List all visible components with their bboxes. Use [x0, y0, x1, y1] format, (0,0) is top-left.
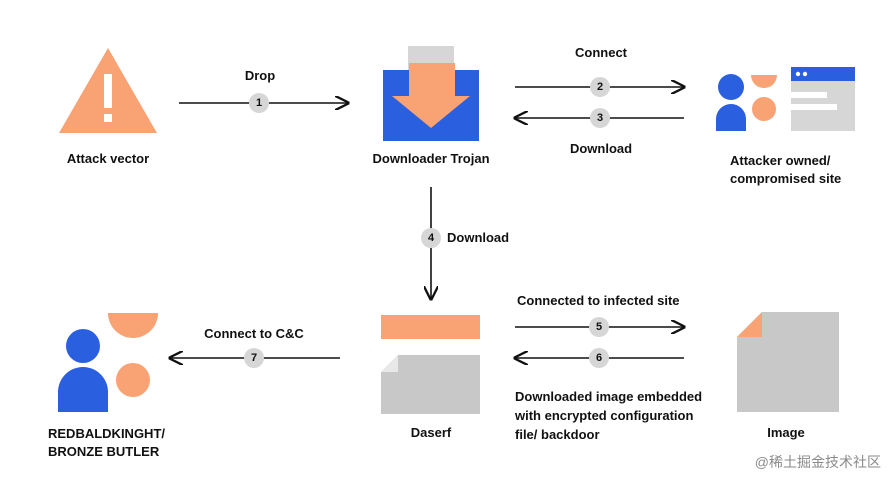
drop-label: Drop — [244, 68, 276, 83]
step-badge-3: 3 — [590, 108, 610, 128]
threat-group-icon — [58, 313, 158, 412]
step-badge-4: 4 — [421, 228, 441, 248]
image-icon — [737, 312, 839, 412]
downloaded-image-label-line2: with encrypted configuration — [515, 408, 694, 423]
threat-group-label-line2: BRONZE BUTLER — [48, 444, 160, 459]
attacker-site-label-line1: Attacker owned/ — [730, 153, 831, 168]
connect-label: Connect — [575, 45, 627, 60]
attacker-site-icon — [716, 67, 855, 131]
download-vertical-label: Download — [447, 230, 510, 245]
daserf-icon — [381, 315, 480, 414]
daserf-label: Daserf — [410, 425, 452, 440]
threat-group-label-line1: REDBALDKINGHT/ — [48, 426, 165, 441]
step-badge-7: 7 — [244, 348, 264, 368]
step-badge-1: 1 — [249, 93, 269, 113]
attack-vector-label: Attack vector — [66, 151, 150, 166]
downloaded-image-label-line3: file/ backdoor — [515, 427, 600, 442]
attacker-site-label-line2: compromised site — [730, 171, 842, 186]
step-badge-2: 2 — [590, 77, 610, 97]
connect-cc-label: Connect to C&C — [204, 326, 304, 341]
download-label: Download — [569, 141, 633, 156]
connected-infected-label: Connected to infected site — [517, 293, 680, 308]
step-badge-5: 5 — [589, 317, 609, 337]
downloader-icon — [383, 46, 479, 141]
downloaded-image-label-line1: Downloaded image embedded — [515, 389, 703, 404]
warning-icon — [59, 48, 157, 133]
step-badge-6: 6 — [589, 348, 609, 368]
downloader-trojan-label: Downloader Trojan — [372, 151, 490, 166]
watermark: @稀土掘金技术社区 — [754, 454, 881, 470]
image-label: Image — [767, 425, 805, 440]
